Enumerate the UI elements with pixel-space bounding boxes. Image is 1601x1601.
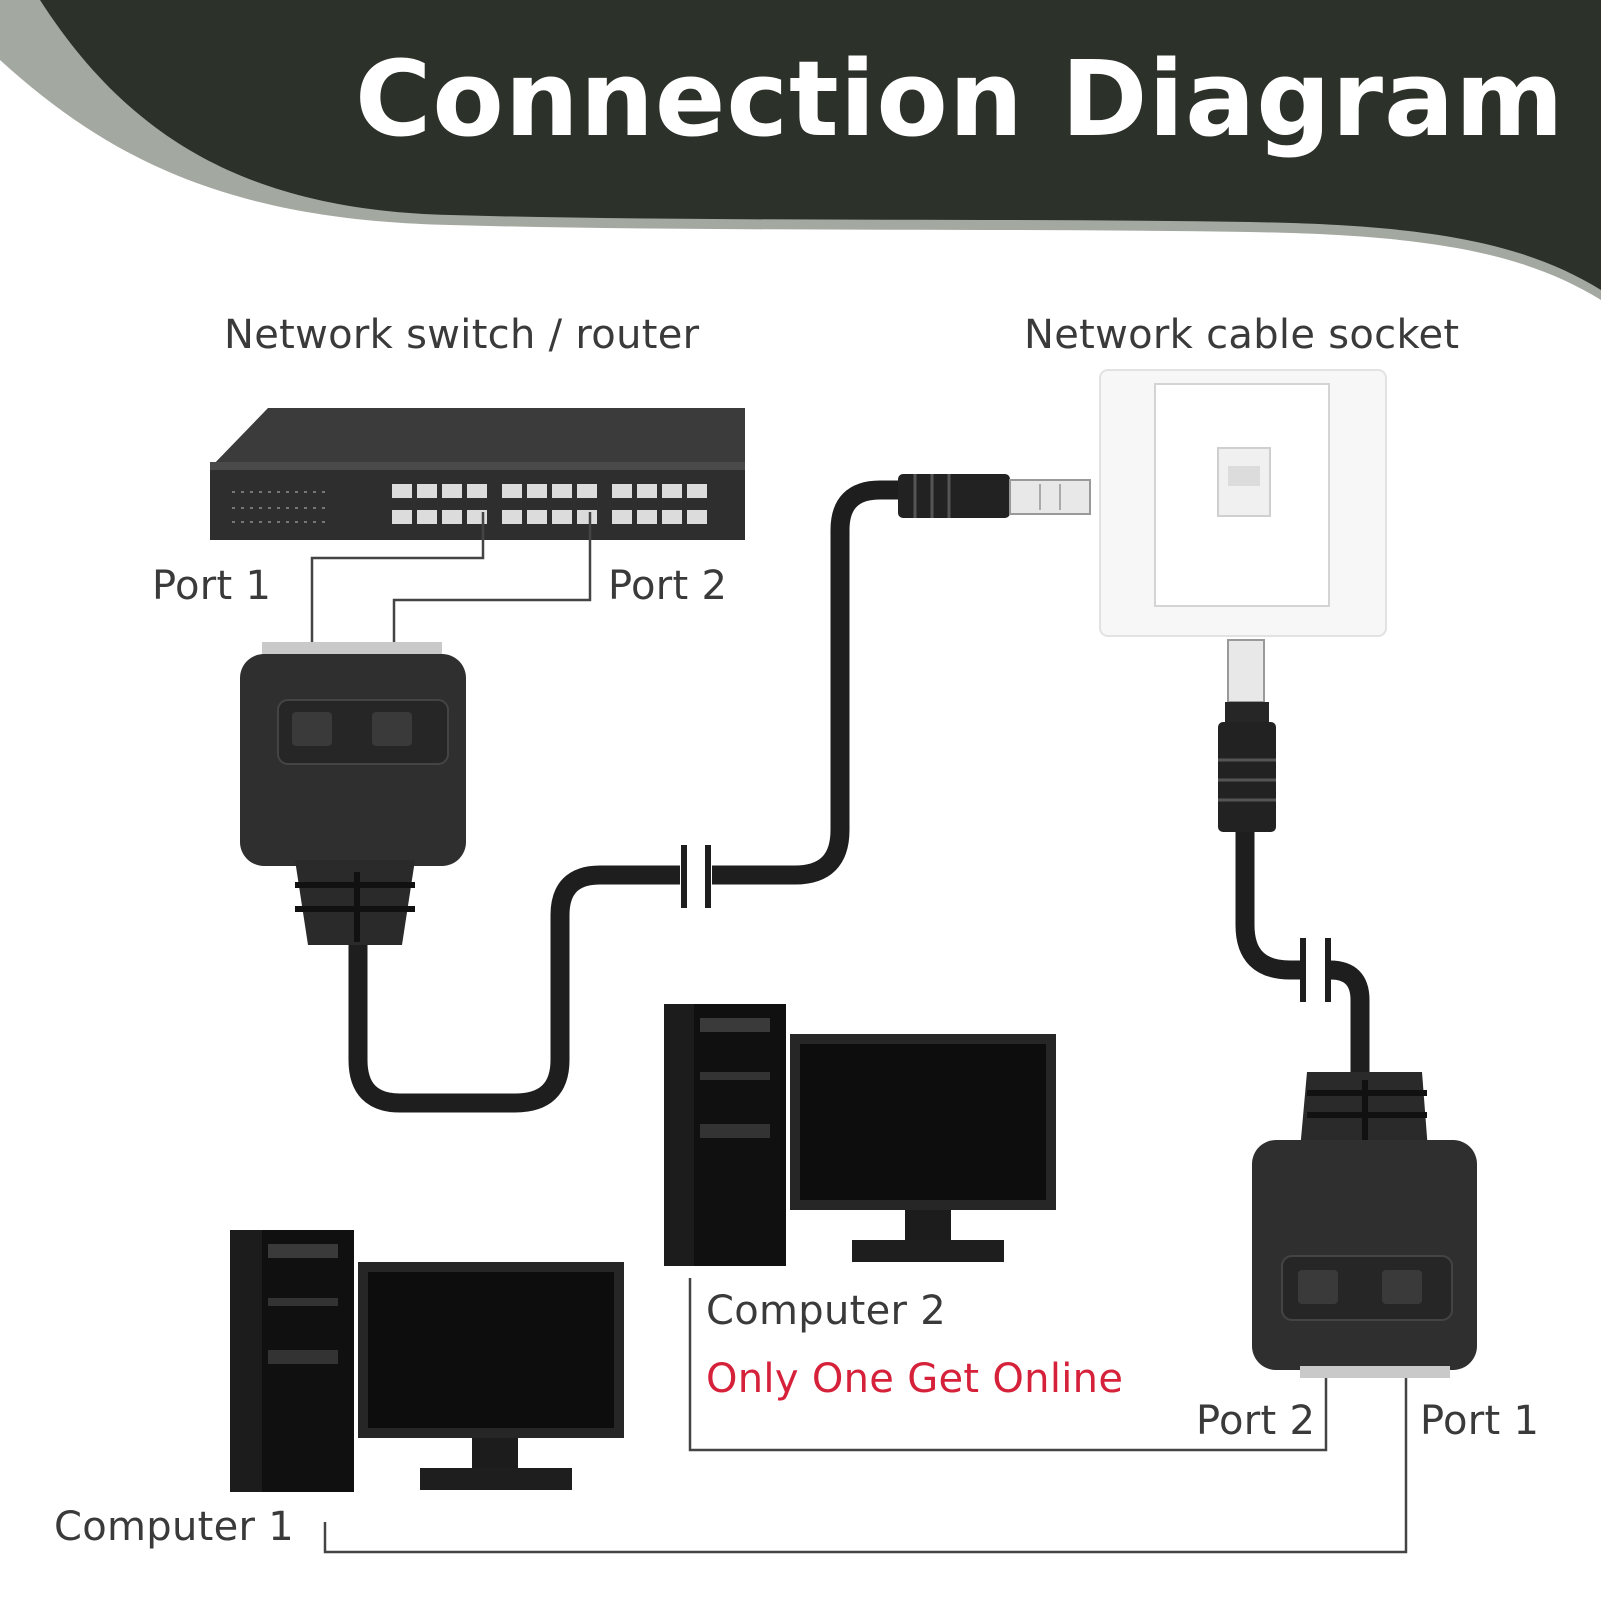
computer-1-label: Computer 1 xyxy=(54,1504,295,1550)
bottom-port-1-label: Port 1 xyxy=(1420,1398,1540,1444)
rj45-plug-icon xyxy=(1218,639,1276,832)
network-switch-icon xyxy=(210,408,745,540)
cables xyxy=(348,480,1370,1113)
computer-2-label: Computer 2 xyxy=(706,1288,947,1334)
header-banner xyxy=(0,0,1601,300)
top-port-leader-lines xyxy=(310,512,592,650)
top-port-2-label: Port 2 xyxy=(608,563,728,609)
rj45-plug-icon xyxy=(898,474,1091,518)
page-title: Connection Diagram xyxy=(355,38,1565,160)
cable-break-marks xyxy=(681,845,1331,1002)
bottom-port-2-label: Port 2 xyxy=(1196,1398,1316,1444)
rj45-splitter-icon xyxy=(1252,1072,1477,1378)
desktop-computer-icon xyxy=(664,1004,1056,1266)
network-switch-label: Network switch / router xyxy=(224,312,700,358)
network-cable-socket-label: Network cable socket xyxy=(1024,312,1460,358)
bottom-port-leader-lines xyxy=(323,1278,1408,1554)
top-port-1-label: Port 1 xyxy=(152,563,272,609)
only-one-online-warning: Only One Get Online xyxy=(706,1356,1124,1402)
wall-socket-icon xyxy=(1099,369,1387,637)
desktop-computer-icon xyxy=(230,1230,624,1492)
rj45-splitter-icon xyxy=(240,642,466,945)
